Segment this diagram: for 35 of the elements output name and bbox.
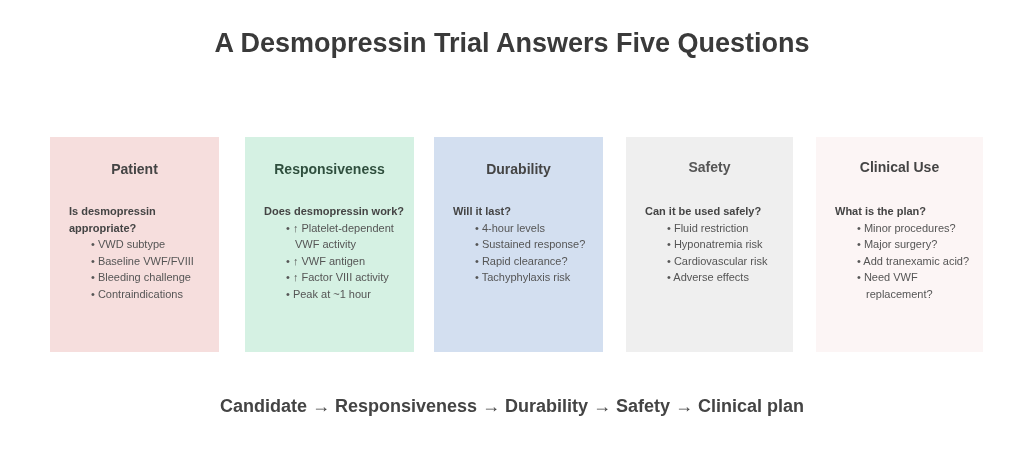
- bullet-item: • ↑ Factor VIII activity: [286, 270, 390, 285]
- bullet-item: • Baseline VWF/FVIII: [91, 253, 195, 269]
- category-card: [50, 137, 219, 352]
- bullet-item: • Contraindications: [91, 286, 184, 302]
- bullet-item: • Peak at ~1 hour: [286, 286, 372, 302]
- bullet-item: • Need VWF replacement?: [857, 270, 934, 302]
- bullet-item: • ↑ VWF antigen: [286, 253, 367, 269]
- card-heading: Patient: [111, 161, 158, 177]
- bullet-item: • VWD subtype: [91, 237, 167, 252]
- question-text: What is the plan?: [835, 204, 928, 219]
- card-heading: Safety: [688, 159, 731, 175]
- bullet-item: • Tachyphylaxis risk: [475, 270, 572, 285]
- bullet-item: • Cardiovascular risk: [667, 253, 769, 269]
- bullet-item: • Rapid clearance?: [475, 253, 569, 269]
- bullet-item: • Sustained response?: [475, 237, 587, 252]
- bullet-item: • Add tranexamic acid?: [857, 253, 971, 269]
- category-card: [245, 137, 414, 352]
- bullet-item: • Adverse effects: [667, 270, 750, 285]
- bullet-item: • Fluid restriction: [667, 220, 750, 236]
- category-card: [434, 137, 603, 352]
- bullet-item: • Minor procedures?: [857, 220, 957, 236]
- question-text: Does desmopressin work?: [264, 204, 405, 219]
- card-heading: Clinical Use: [859, 159, 940, 175]
- bullet-item: • ↑ Platelet-dependent VWF activity: [286, 220, 395, 252]
- card-heading: Durability: [486, 161, 551, 177]
- question-text: Is desmopressin appropriate?: [69, 204, 157, 236]
- bullet-item: • Hyponatremia risk: [667, 237, 764, 252]
- bullet-item: • Bleeding challenge: [91, 270, 192, 285]
- diagram-title: A Desmopressin Trial Answers Five Questions: [213, 28, 811, 59]
- flow-summary-text: Candidate → Responsiveness → Durability → Safety → Clinical plan: [219, 396, 805, 417]
- question-text: Can it be used safely?: [645, 204, 763, 219]
- bullet-item: • Major surgery?: [857, 237, 939, 252]
- bullet-item: • 4-hour levels: [475, 220, 546, 236]
- card-heading: Responsiveness: [274, 161, 385, 177]
- question-text: Will it last?: [453, 204, 512, 219]
